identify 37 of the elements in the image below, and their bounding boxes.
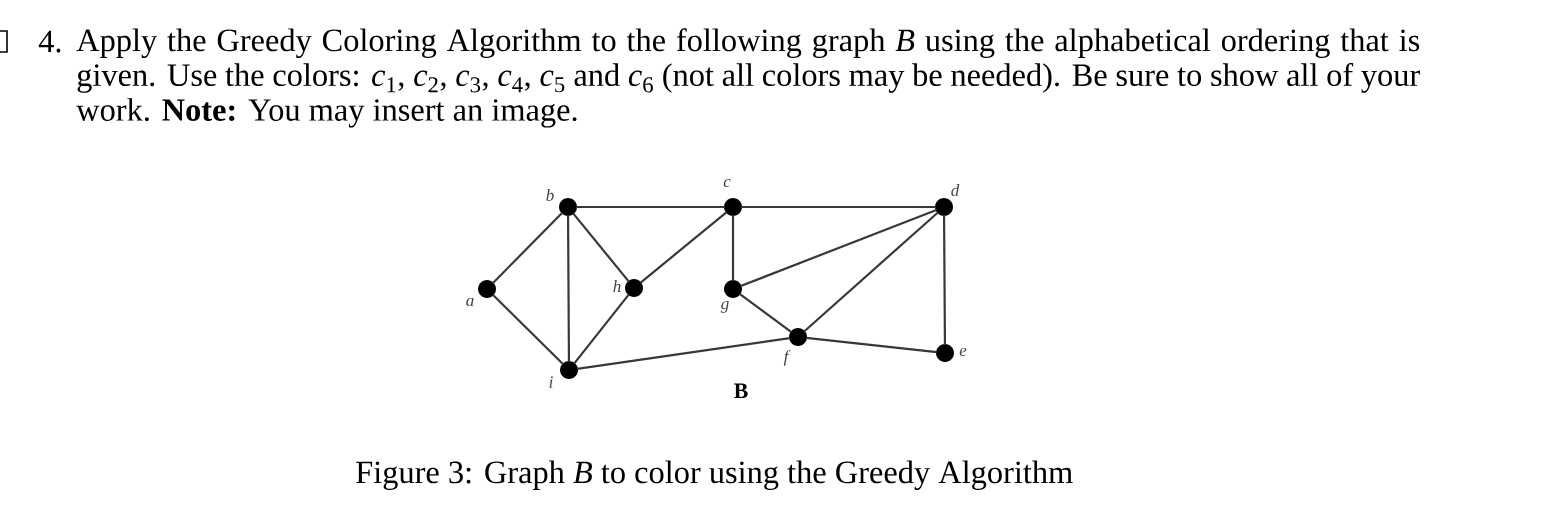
graph-name: B <box>734 383 748 399</box>
vertex-label: c <box>723 178 731 188</box>
item-number: 4. <box>38 30 61 53</box>
edge-line <box>573 293 630 365</box>
vertex-dot <box>935 198 953 216</box>
edge-line <box>576 337 791 370</box>
vertex-dot <box>478 280 496 298</box>
question-text: Apply the Greedy Coloring Algorithm to the following graph B using the alphabetical ordering that is given. Use the colors: c$_{1}$, c$_{2}$, c$_{3}$, c$_{4}$, c$_{5}$ and c$_{6}$ (not all colors may be needed). Be sure to show all of your work. Note: You may insert an image. <box>76 28 1420 128</box>
edge-line <box>803 211 939 333</box>
vertex-label: e <box>959 347 967 357</box>
edge-line <box>740 208 937 288</box>
vertex-dot <box>559 198 577 216</box>
edge-line <box>576 205 725 209</box>
vertex-dot <box>560 361 578 379</box>
vertex-label: f <box>783 350 791 366</box>
edge-line <box>738 293 793 333</box>
vertex-dot <box>724 280 742 298</box>
vertex-label: d <box>951 184 960 196</box>
vertex-dot <box>625 279 643 297</box>
edge-line <box>639 211 728 284</box>
edge-line <box>741 205 936 209</box>
vertex-dot <box>789 328 807 346</box>
vertex-label: g <box>720 301 729 313</box>
vertex-dot <box>724 198 742 216</box>
edge-line <box>806 336 937 354</box>
edge-line <box>492 212 564 284</box>
edge-line <box>566 215 571 362</box>
vertex-label: i <box>549 376 553 388</box>
edge-line <box>942 215 947 345</box>
edge-line <box>492 293 564 365</box>
figure-caption: Figure 3: Graph B to color using the Greedy Algorithm <box>356 460 1073 490</box>
edge-line <box>731 215 735 281</box>
vertex-label: h <box>613 280 621 292</box>
vertex-label: b <box>546 189 554 201</box>
edge-line <box>572 212 630 283</box>
vertex-dot <box>936 344 954 362</box>
vertex-label: a <box>466 297 474 307</box>
